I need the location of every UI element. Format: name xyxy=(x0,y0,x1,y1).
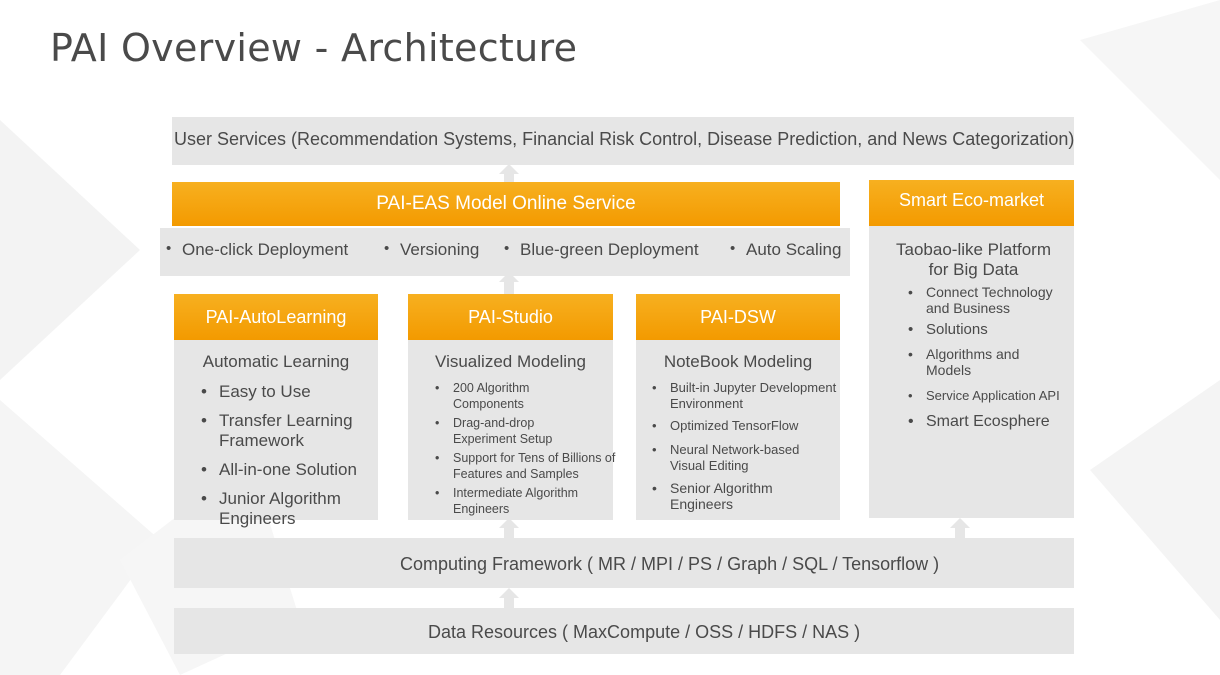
arrow-stem xyxy=(504,594,514,608)
list-item: Senior Algorithm Engineers xyxy=(652,480,800,512)
list-item: Solutions xyxy=(908,322,1066,339)
list-item: Drag-and-drop Experiment Setup xyxy=(435,415,573,447)
data-resources-layer: Data Resources ( MaxCompute / OSS / HDFS… xyxy=(174,608,1074,654)
eco-market-list: Connect Technology and Business Solution… xyxy=(908,284,1066,436)
user-services-label: User Services (Recommendation Systems, F… xyxy=(174,129,1075,149)
autolearning-header: PAI-AutoLearning xyxy=(174,294,378,340)
dsw-list: Built-in Jupyter Development Environment… xyxy=(652,380,838,518)
eas-feature: One-click Deployment xyxy=(166,240,348,260)
up-arrow-icon xyxy=(499,272,519,282)
list-item: Transfer Learning Framework xyxy=(201,411,369,451)
studio-panel: PAI-Studio Visualized Modeling 200 Algor… xyxy=(408,294,615,520)
eas-feature: Blue-green Deployment xyxy=(504,240,699,260)
up-arrow-icon xyxy=(499,518,519,528)
list-item: Built-in Jupyter Development Environment xyxy=(652,380,838,412)
arrow-stem xyxy=(955,526,965,538)
up-arrow-icon xyxy=(950,518,970,528)
user-services-layer: User Services (Recommendation Systems, F… xyxy=(172,117,1074,165)
eas-header: PAI-EAS Model Online Service xyxy=(172,182,840,226)
list-item: Junior Algorithm Engineers xyxy=(201,489,369,529)
eco-subtitle-line: Taobao-like Platform xyxy=(896,240,1051,259)
arrow-stem xyxy=(504,280,514,294)
arrow-stem xyxy=(504,172,514,182)
data-resources-label: Data Resources ( MaxCompute / OSS / HDFS… xyxy=(428,622,861,642)
eas-feature: Versioning xyxy=(384,240,479,260)
eco-subtitle-line: for Big Data xyxy=(928,260,1019,279)
autolearning-panel: PAI-AutoLearning Automatic Learning Easy… xyxy=(174,294,378,528)
dsw-header: PAI-DSW xyxy=(636,294,840,340)
list-item: Easy to Use xyxy=(201,382,369,402)
list-item: Neural Network-based Visual Editing xyxy=(652,442,820,474)
list-item: Smart Ecosphere xyxy=(908,414,1066,431)
list-item: Algorithms and Models xyxy=(908,346,1046,378)
eas-feature: Auto Scaling xyxy=(730,240,842,260)
autolearning-list: Easy to Use Transfer Learning Framework … xyxy=(201,382,369,538)
list-item: Optimized TensorFlow xyxy=(652,418,838,434)
eco-market-header: Smart Eco-market xyxy=(869,180,1074,226)
page-title: PAI Overview - Architecture xyxy=(50,26,578,70)
up-arrow-icon xyxy=(499,588,519,598)
eco-market-subtitle: Taobao-like Platform for Big Data xyxy=(881,240,1066,280)
computing-framework-layer: Computing Framework ( MR / MPI / PS / Gr… xyxy=(174,538,1074,588)
dsw-subtitle: NoteBook Modeling xyxy=(663,352,813,371)
autolearning-subtitle: Automatic Learning xyxy=(202,352,350,371)
list-item: Connect Technology and Business xyxy=(908,284,1066,316)
list-item: All-in-one Solution xyxy=(201,460,369,480)
list-item: Intermediate Algorithm Engineers xyxy=(435,485,603,517)
list-item: 200 Algorithm Components xyxy=(435,380,563,412)
studio-subtitle: Visualized Modeling xyxy=(435,352,586,371)
up-arrow-icon xyxy=(499,164,519,174)
list-item: Support for Tens of Billions of Features… xyxy=(435,450,623,482)
dsw-panel: PAI-DSW NoteBook Modeling Built-in Jupyt… xyxy=(636,294,840,520)
studio-list: 200 Algorithm Components Drag-and-drop E… xyxy=(435,380,615,520)
eas-features-bar: One-click Deployment Versioning Blue-gre… xyxy=(160,228,850,276)
arrow-stem xyxy=(504,526,514,538)
list-item: Service Application API xyxy=(908,388,1066,404)
computing-framework-label: Computing Framework ( MR / MPI / PS / Gr… xyxy=(400,554,940,574)
studio-header: PAI-Studio xyxy=(408,294,613,340)
